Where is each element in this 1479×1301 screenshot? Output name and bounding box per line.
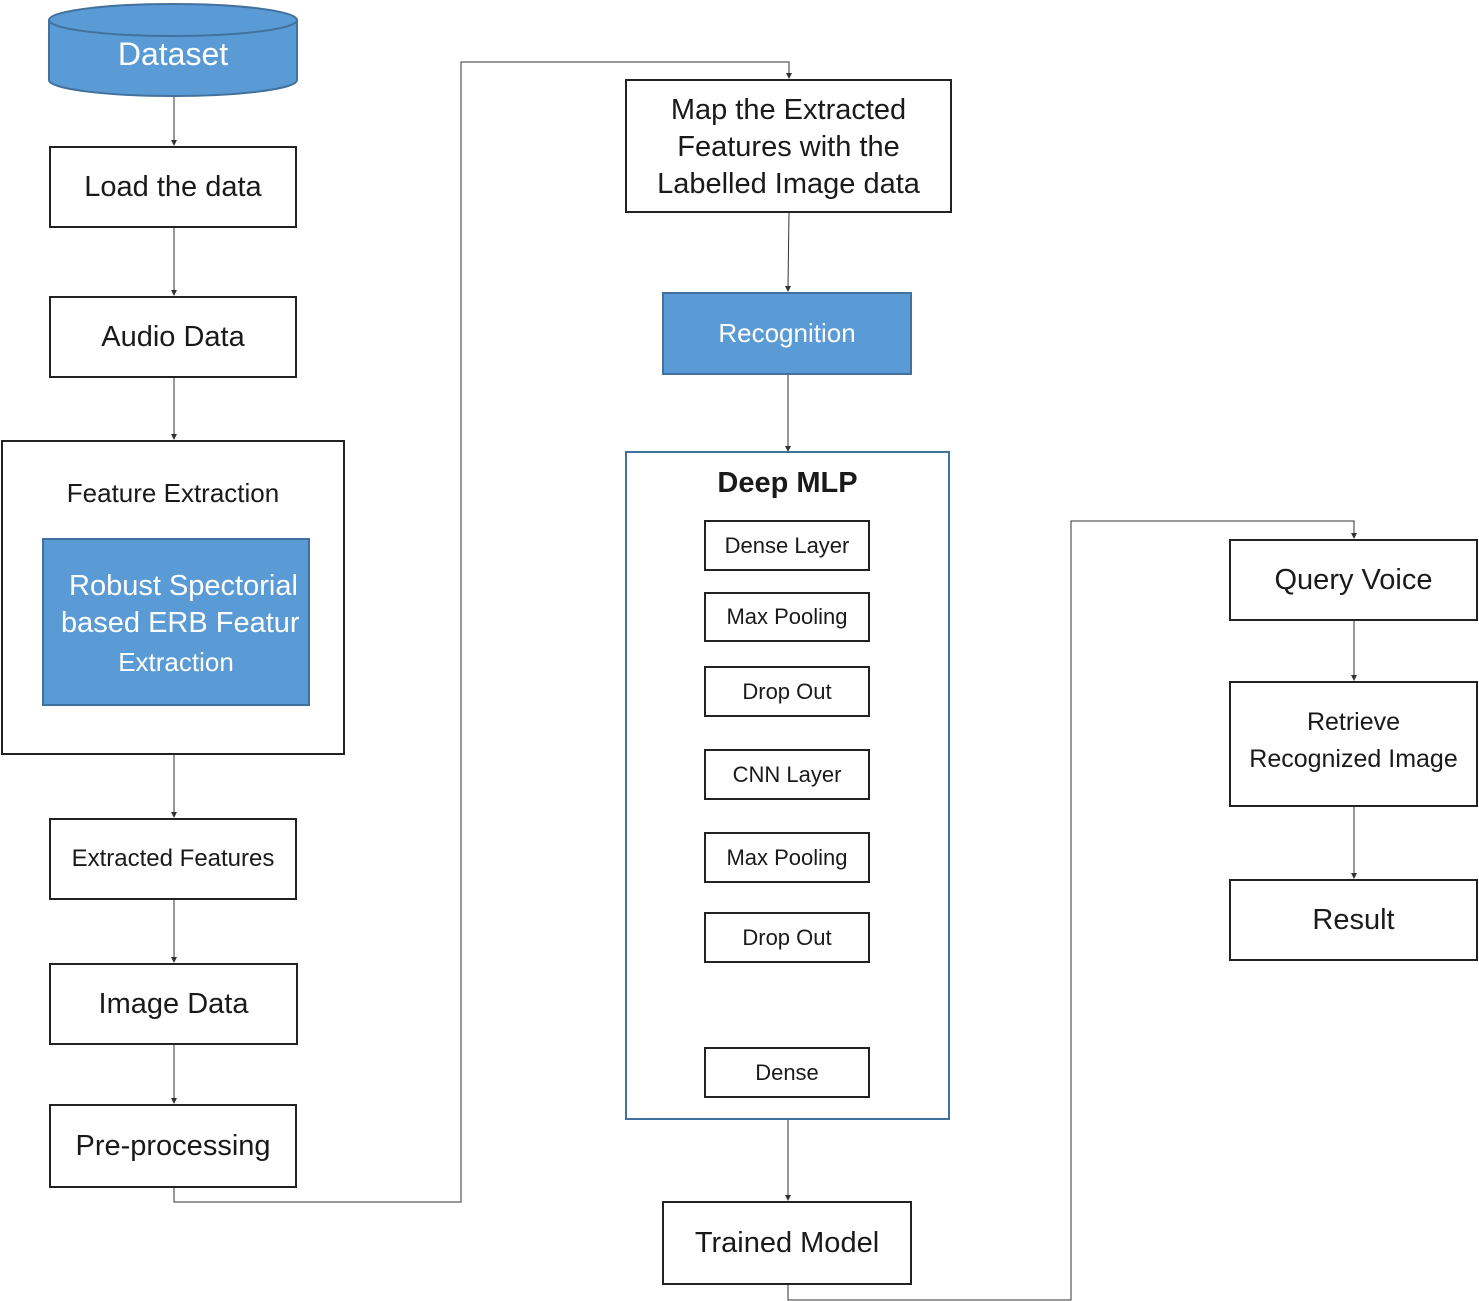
result-label: Result bbox=[1312, 903, 1395, 936]
recognition-label: Recognition bbox=[718, 318, 856, 349]
mlp-layer-label: Dense bbox=[755, 1059, 819, 1085]
mlp-layer-label: CNN Layer bbox=[732, 761, 842, 787]
result-box: Result bbox=[1229, 879, 1478, 961]
mlp-layer: Dense Layer bbox=[704, 520, 870, 571]
dataset-label: Dataset bbox=[117, 36, 229, 72]
mlp-layer: CNN Layer bbox=[704, 749, 870, 800]
feature-extraction-box: Feature Extraction Robust Spectorial bas… bbox=[1, 440, 345, 755]
mlp-layer-label: Max Pooling bbox=[726, 604, 848, 630]
image-data-label: Image Data bbox=[98, 987, 249, 1020]
retrieve-line-1: Retrieve bbox=[1306, 708, 1401, 736]
audio-data-box: Audio Data bbox=[49, 296, 297, 378]
query-voice-label: Query Voice bbox=[1274, 563, 1433, 596]
mlp-layer: Max Pooling bbox=[704, 592, 870, 642]
map-line-2: Features with the bbox=[677, 131, 900, 163]
mlp-layer-label: Drop Out bbox=[742, 678, 832, 704]
mlp-layer: Drop Out bbox=[704, 912, 870, 963]
mlp-layer-label: Dense Layer bbox=[724, 532, 850, 558]
mlp-layer: Dense bbox=[704, 1047, 870, 1098]
map-line-1: Map the Extracted bbox=[670, 94, 907, 126]
mlp-layer: Max Pooling bbox=[704, 832, 870, 883]
preprocessing-box: Pre-processing bbox=[49, 1104, 297, 1188]
load-data-label: Load the data bbox=[84, 170, 262, 203]
erb-line-3: Extraction bbox=[118, 647, 234, 677]
extracted-features-box: Extracted Features bbox=[49, 818, 297, 900]
preprocessing-label: Pre-processing bbox=[75, 1129, 271, 1162]
recognition-box: Recognition bbox=[662, 292, 912, 375]
erb-line-2: based ERB Featur bbox=[61, 607, 300, 639]
mlp-layer-label: Drop Out bbox=[742, 924, 832, 950]
retrieve-line-2: Recognized Image bbox=[1249, 745, 1458, 773]
extracted-features-label: Extracted Features bbox=[71, 845, 275, 872]
dataset-cylinder bbox=[48, 3, 298, 97]
feature-extraction-title: Feature Extraction bbox=[66, 478, 280, 508]
audio-data-label: Audio Data bbox=[101, 320, 245, 353]
mlp-layer: Drop Out bbox=[704, 666, 870, 717]
erb-extraction-box: Robust Spectorial based ERB Featur Extra… bbox=[42, 538, 310, 706]
erb-line-1: Robust Spectorial bbox=[69, 570, 298, 602]
map-line-3: Labelled Image data bbox=[657, 168, 920, 200]
deep-mlp-title: Deep MLP bbox=[717, 467, 858, 499]
trained-model-label: Trained Model bbox=[694, 1226, 880, 1259]
image-data-box: Image Data bbox=[49, 963, 298, 1045]
load-data-box: Load the data bbox=[49, 146, 297, 228]
map-features-box: Map the Extracted Features with the Labe… bbox=[625, 79, 952, 213]
query-voice-box: Query Voice bbox=[1229, 539, 1478, 621]
mlp-layer-label: Max Pooling bbox=[726, 844, 848, 870]
trained-model-box: Trained Model bbox=[662, 1201, 912, 1285]
retrieve-box: Retrieve Recognized Image bbox=[1229, 681, 1478, 807]
